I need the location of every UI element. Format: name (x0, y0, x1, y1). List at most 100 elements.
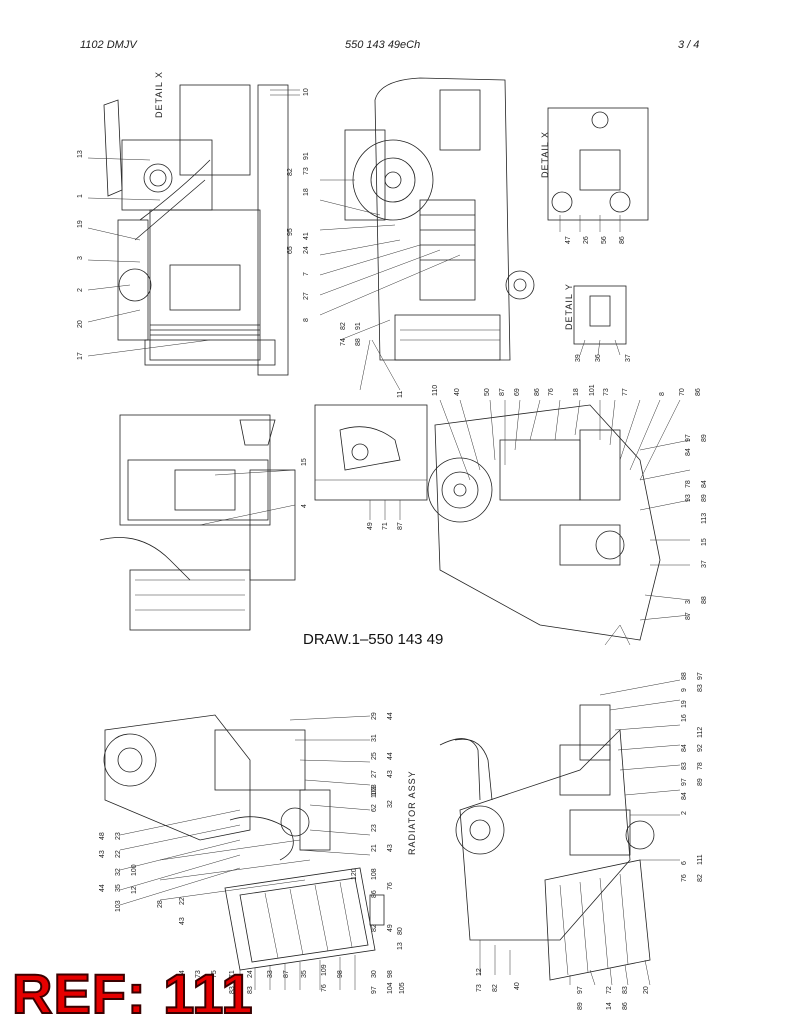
callout: 23 (115, 832, 122, 840)
callout: 43 (387, 770, 394, 778)
callout: 30 (371, 970, 378, 978)
callout: 32 (387, 800, 394, 808)
view-front-elevation (319, 77, 535, 391)
callout: 113 (701, 513, 708, 524)
callout: 7 (303, 272, 310, 276)
callout: 34 (179, 970, 186, 978)
callout: 37 (625, 354, 632, 362)
callout: 83 (622, 986, 629, 994)
callout: 83 (697, 684, 704, 692)
callout: 24 (303, 246, 310, 254)
callout: 77 (622, 388, 629, 396)
callout: 93 (685, 494, 692, 502)
callout: 73 (195, 970, 202, 978)
callout: 88 (681, 672, 688, 680)
callout: 87 (283, 970, 290, 978)
callout: 23 (371, 824, 378, 832)
callout: 103 (115, 900, 122, 912)
callout: 101 (589, 384, 596, 396)
callout: 109 (321, 964, 328, 976)
callout: 95 (287, 228, 294, 236)
header-doc-code: 1102 DMJV (80, 39, 137, 51)
callout: 82 (340, 322, 347, 330)
callout: 89 (701, 434, 708, 442)
callout: 44 (387, 752, 394, 760)
callout: 43 (99, 850, 106, 858)
callout: 111 (697, 854, 704, 865)
callout: 87 (499, 388, 506, 396)
callout: 110 (432, 385, 439, 396)
callout: 86 (695, 388, 702, 396)
view-inset-detail (314, 404, 428, 520)
callout: 14 (606, 1002, 613, 1010)
callout: 2 (681, 811, 688, 815)
callout: 78 (685, 480, 692, 488)
callout: 76 (321, 984, 328, 992)
callout: 82 (371, 924, 378, 932)
callout: 84 (681, 744, 688, 752)
callout: 87 (685, 612, 692, 620)
callout: 18 (303, 188, 310, 196)
callout: 82 (492, 984, 499, 992)
callout: 32 (115, 868, 122, 876)
callout: 91 (355, 322, 362, 330)
detail-y (573, 285, 627, 356)
callout: 40 (514, 982, 521, 990)
callout: 56 (601, 236, 608, 244)
callout: 13 (397, 942, 404, 950)
view-side-elevation (87, 84, 300, 376)
callout: 76 (681, 874, 688, 882)
callout: 36 (595, 354, 602, 362)
callout: 10 (303, 88, 310, 96)
callout: 43 (387, 844, 394, 852)
callout: 50 (484, 388, 491, 396)
callout: 86 (622, 1002, 629, 1010)
callout: 48 (99, 832, 106, 840)
view-mid-right-isometric (427, 399, 691, 646)
callout: 89 (697, 778, 704, 786)
detail-x (547, 107, 649, 232)
callout: 11 (397, 391, 404, 398)
callout: 76 (548, 388, 555, 396)
callout: 92 (697, 744, 704, 752)
callout: 44 (99, 884, 106, 892)
callout: 71 (229, 970, 236, 978)
callout: 88 (355, 338, 362, 346)
callout: 16 (681, 714, 688, 722)
callout: 13 (77, 150, 84, 158)
callout: 73 (476, 984, 483, 992)
label-detail-x: DETAIL X (540, 131, 550, 178)
callout: 73 (303, 167, 310, 175)
callout: 26 (583, 236, 590, 244)
callout: 19 (681, 700, 688, 708)
callout: 83 (229, 986, 236, 994)
callout: 98 (337, 970, 344, 978)
callout: 37 (701, 560, 708, 568)
callout: 49 (367, 522, 374, 530)
callout: 41 (303, 232, 310, 240)
callout: 74 (340, 338, 347, 346)
callout: 84 (681, 792, 688, 800)
drawing-caption: DRAW.1–550 143 49 (303, 631, 444, 648)
callout: 22 (179, 897, 186, 905)
callout: 21 (371, 844, 378, 852)
callout: 82 (697, 874, 704, 882)
label-radiator-assy: RADIATOR ASSY (407, 770, 417, 855)
view-lower-left-radiator (103, 714, 385, 990)
callout: 108 (371, 868, 378, 880)
callout: 19 (77, 220, 84, 228)
callout: 8 (303, 318, 310, 322)
callout: 112 (697, 727, 704, 738)
callout: 22 (115, 850, 122, 858)
callout: 83 (681, 762, 688, 770)
callout: 97 (577, 986, 584, 994)
callout: 88 (701, 596, 708, 604)
callout: 3 (77, 256, 84, 260)
callout: 15 (301, 458, 308, 466)
callout: 104 (387, 982, 394, 994)
view-mid-left-assembly (99, 414, 296, 631)
callout: 86 (371, 890, 378, 898)
callout: 97 (685, 434, 692, 442)
callout: 39 (575, 354, 582, 362)
